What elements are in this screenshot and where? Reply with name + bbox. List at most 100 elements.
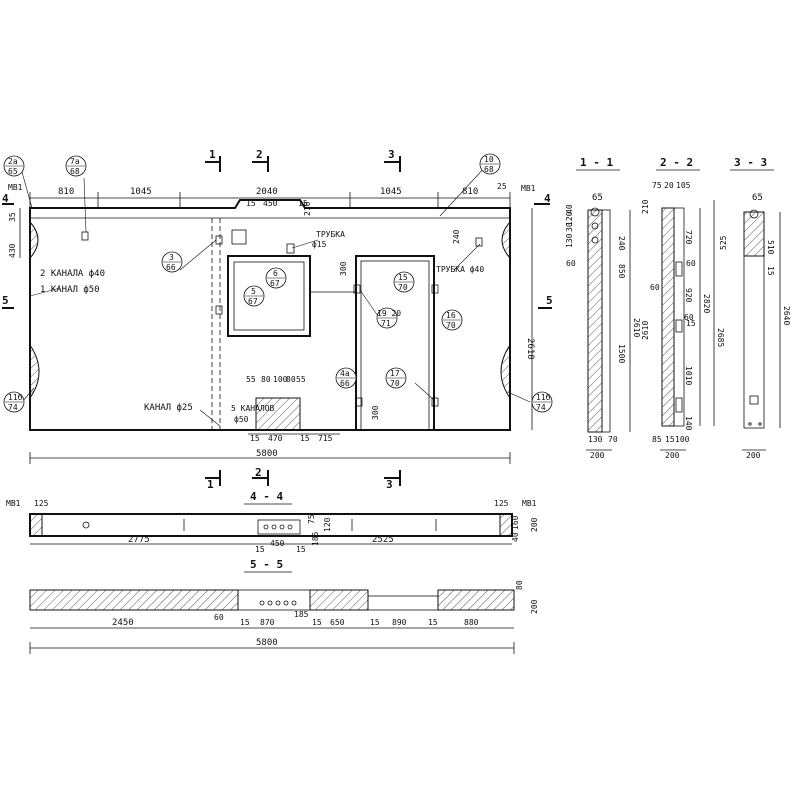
sec44-dim-2525: 2525: [372, 535, 394, 545]
sec33-top-65: 65: [752, 193, 763, 203]
right-bottom-groove: [500, 343, 511, 400]
bot-dim-470: 470: [268, 434, 283, 443]
sec44-r40: 40: [511, 532, 520, 542]
svg-text:15: 15: [398, 273, 408, 282]
sec11-stack-30: 30: [565, 222, 574, 232]
sec55-d15b: 15: [312, 618, 322, 627]
section-mark-5-left: 5: [2, 294, 9, 307]
section-3-3-upper: [743, 211, 765, 257]
sec11-bot-70: 70: [608, 435, 618, 444]
embed-17: [431, 397, 439, 407]
section-5-5-door-gap: [367, 595, 439, 611]
window-opening: [227, 255, 311, 337]
height-dim-2610: 2610: [525, 338, 535, 360]
label-five-channels-dia: ф50: [234, 415, 249, 424]
embed-b: [215, 305, 223, 315]
section-2-2-body: [661, 207, 675, 427]
sec44-c15b: 15: [296, 545, 306, 554]
sec44-s185: 185: [311, 531, 320, 546]
sec11-overall: 2610: [632, 318, 641, 337]
section-mark-5-right: 5: [546, 294, 553, 307]
svg-text:70: 70: [390, 379, 400, 388]
section-5-5-channel-zone: [237, 589, 311, 611]
bot-small-55a: 55: [246, 375, 256, 384]
bot-small-80b: 80: [286, 375, 296, 384]
sec33-overall: 2640: [782, 306, 791, 325]
section-5-5: 5 - 5 60 185 2450 15 870 15 650 15 890 1…: [29, 558, 539, 654]
sec22-top-20: 20: [664, 181, 674, 190]
section-mark-2-top: 2: [256, 148, 263, 161]
sec11-stack-120: 120: [565, 211, 574, 226]
sec22-60c: 60: [684, 313, 694, 322]
window-inner: [233, 261, 305, 331]
sec11-side-850: 850: [617, 264, 626, 279]
svg-text:67: 67: [270, 279, 280, 288]
sec22-overall-a: 2610: [641, 321, 650, 340]
section-mark-4-left: 4: [2, 192, 9, 205]
open-top-15a: 15: [246, 199, 256, 208]
bot-dim-15a: 15: [250, 434, 260, 443]
panel-outline: [29, 199, 511, 431]
sec11-bot-130: 130: [588, 435, 603, 444]
left-dim-35: 35: [8, 212, 17, 222]
open-top-450: 450: [263, 199, 278, 208]
svg-text:2а: 2а: [8, 157, 18, 166]
section-3-3-lower: [743, 255, 765, 429]
top-dim-2040: 2040: [256, 187, 278, 197]
bot-dim-15b: 15: [300, 434, 310, 443]
sec55-overall: 5800: [256, 638, 278, 648]
sec22-60a: 60: [686, 259, 696, 268]
sec22-60b: 60: [650, 283, 660, 292]
section-mark-1-bottom: 1: [207, 478, 214, 491]
svg-text:70: 70: [398, 283, 408, 292]
svg-text:19 20: 19 20: [377, 309, 401, 318]
sec11-side-240: 240: [617, 236, 626, 251]
svg-text:11б: 11б: [8, 392, 23, 402]
sec33-510: 510: [766, 240, 775, 255]
embed-19: [353, 284, 361, 294]
sec44-s120: 120: [323, 517, 332, 532]
sec55-h80: 80: [515, 580, 524, 590]
section-5-5-left-solid: [29, 589, 239, 611]
sec44-r160: 160: [511, 515, 520, 530]
section-mark-3-top: 3: [388, 148, 395, 161]
embed-box: [231, 229, 247, 245]
section-mark-2-bottom: 2: [255, 466, 262, 479]
label-pipe40: ТРУБКА ф40: [436, 265, 484, 274]
sec22-top-105: 105: [676, 181, 691, 190]
svg-text:66: 66: [340, 379, 350, 388]
bubble-3-66: 366: [161, 251, 183, 273]
sec22-bot-85: 85: [652, 435, 662, 444]
section-5-5-title: 5 - 5: [250, 558, 283, 571]
sec22-720: 720: [684, 230, 693, 245]
sec44-end-left: 125: [34, 499, 49, 508]
sec55-d880: 880: [464, 618, 479, 627]
bot-small-80a: 80: [261, 375, 271, 384]
sec44-c450: 450: [270, 539, 285, 548]
section-3-3: 3 - 3 65 525 510 15 2640 200: [719, 156, 791, 460]
embed-a: [215, 235, 223, 245]
sec55-d2450: 2450: [112, 618, 134, 628]
left-top-groove: [29, 220, 39, 260]
section-3-3-title: 3 - 3: [734, 156, 767, 169]
section-4-4-title: 4 - 4: [250, 490, 283, 503]
label-pipe15-a: ТРУБКА: [316, 230, 345, 239]
embed-7a: [81, 231, 89, 241]
sec11-side-1500: 1500: [617, 344, 626, 363]
open-top-210: 210: [303, 201, 312, 216]
sec22-overall-c: 2685: [716, 328, 725, 347]
embed-pipe15: [286, 243, 295, 254]
sec55-d15a: 15: [240, 618, 250, 627]
top-dim-810-right: 810: [462, 187, 478, 197]
sec11-bot-200: 200: [590, 451, 605, 460]
sec22-overall-b: 2820: [702, 294, 711, 313]
bubble-6-67: 667: [265, 267, 287, 289]
sec22-1010: 1010: [684, 366, 693, 385]
mb-right-label: МВ1: [521, 184, 536, 193]
embed-pipe40: [475, 237, 483, 247]
mb-left-label: МВ1: [8, 183, 23, 192]
sec55-d15d: 15: [428, 618, 438, 627]
